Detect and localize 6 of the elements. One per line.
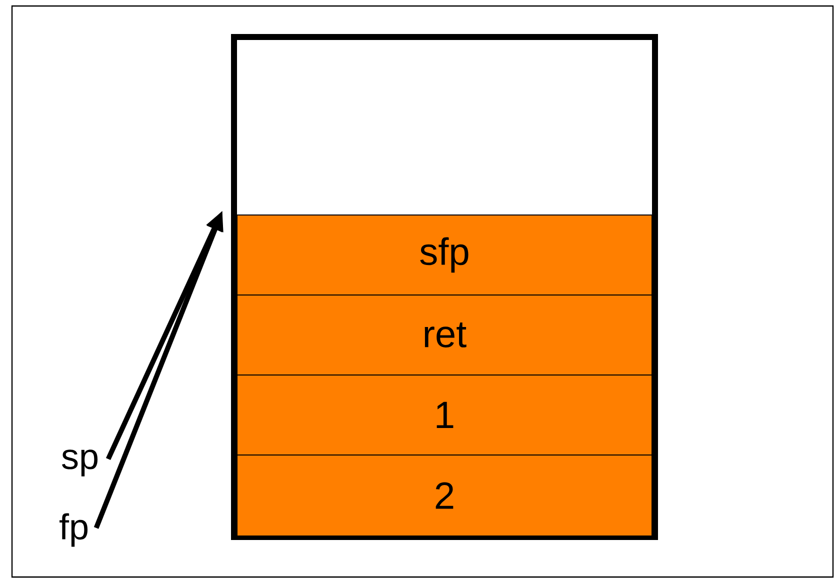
stack-cell: sfp [236,214,652,296]
stack-cell: 1 [236,374,652,456]
pointer-label: sp [62,450,98,476]
stack-cell: 2 [236,454,652,536]
pointer-label: fp [60,513,88,547]
stack-cell: ret [236,294,652,376]
